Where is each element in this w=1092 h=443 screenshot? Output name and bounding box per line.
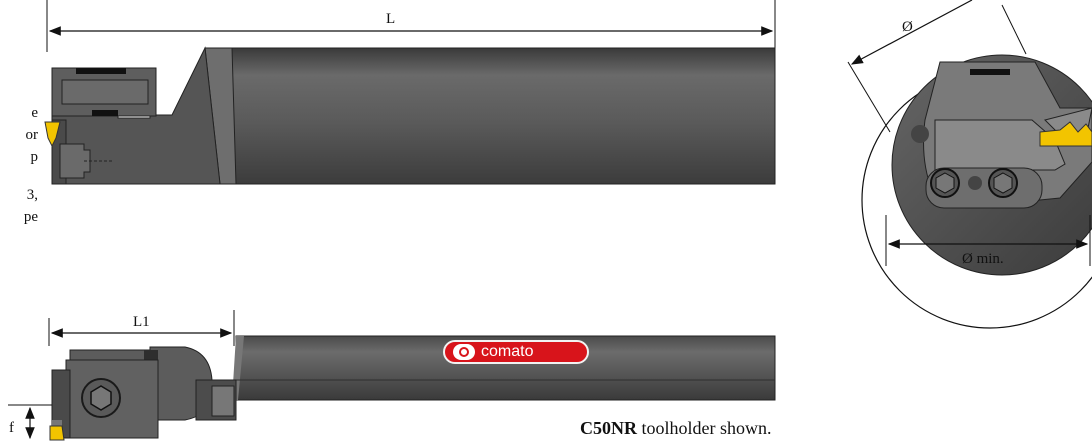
end-view: Ø Ø min.: [847, 0, 1092, 329]
dimension-L-label: L: [386, 11, 395, 27]
insert-top: [44, 121, 61, 148]
side-text-1: e: [31, 105, 38, 121]
caption-model: C50NR: [580, 418, 637, 438]
dimension-f-label: f: [9, 420, 14, 436]
dimension-L1: L1: [48, 310, 235, 346]
side-text-4: 3,: [27, 187, 38, 203]
cropped-side-text: e or p 3, pe: [24, 105, 39, 225]
caption-text: toolholder shown.: [637, 418, 772, 438]
min-bore-label: Ø min.: [962, 251, 1004, 267]
dimension-L: L: [46, 0, 776, 52]
toolholder-top-view: [44, 46, 776, 185]
brand-name: comato: [481, 343, 534, 360]
dimension-L1-label: L1: [133, 314, 150, 330]
caption: C50NR toolholder shown.: [580, 418, 772, 439]
side-text-3: p: [31, 149, 39, 165]
brand-badge: comato: [443, 340, 589, 364]
insert-end: [1039, 121, 1092, 147]
side-text-2: or: [26, 127, 39, 143]
dimension-f: f: [8, 404, 52, 440]
toolholder-side-view: [49, 335, 776, 441]
diameter-label: Ø: [902, 19, 913, 35]
side-text-5: pe: [24, 209, 39, 225]
insert-side: [49, 425, 65, 441]
brand-logo-icon: [453, 344, 475, 360]
